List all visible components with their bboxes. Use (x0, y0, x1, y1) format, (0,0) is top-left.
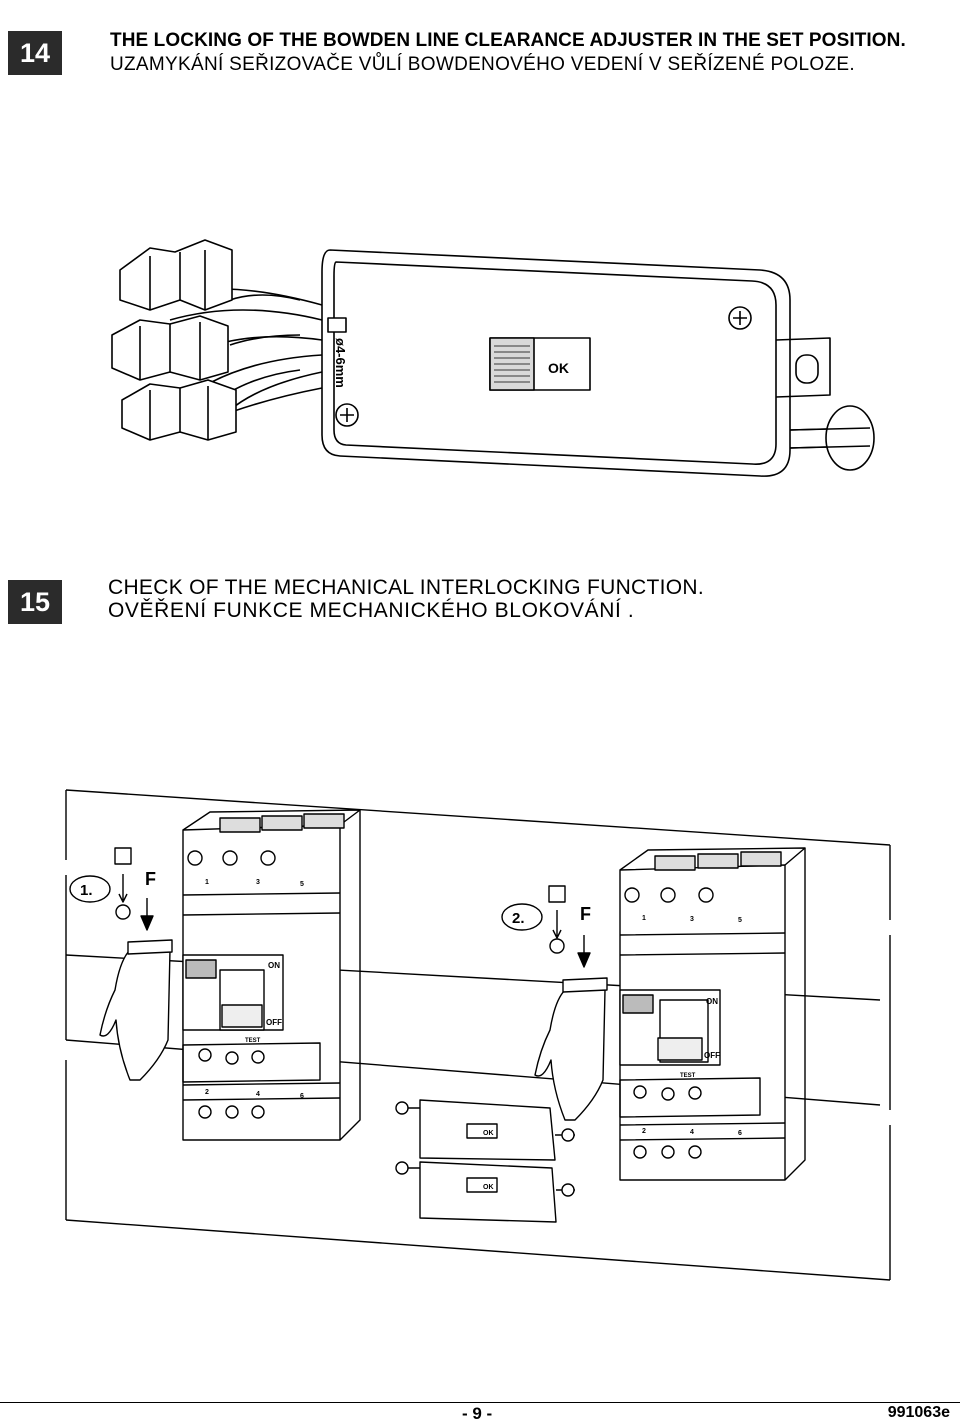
step-14-title-en: THE LOCKING OF THE BOWDEN LINE CLEARANCE… (110, 30, 906, 51)
step-15-title-cz: OVĚŘENÍ FUNKCE MECHANICKÉHO BLOKOVÁNÍ . (108, 599, 635, 622)
step-15-badge: 15 (8, 580, 62, 624)
step-1-label: 1. (80, 882, 93, 899)
interlock-2-ok-label: OK (483, 1184, 494, 1191)
breaker-2-terminal-3: 3 (690, 916, 694, 923)
breaker-2-terminal-1: 1 (642, 915, 646, 922)
step-2-label: 2. (512, 910, 525, 927)
breaker-1-terminal-6: 6 (300, 1093, 304, 1100)
step-14-title-cz: UZAMYKÁNÍ SEŘIZOVAČE VŮLÍ BOWDENOVÉHO VE… (110, 54, 855, 75)
breaker-1-off-label: OFF (266, 1018, 282, 1027)
step-15-title-en: CHECK OF THE MECHANICAL INTERLOCKING FUN… (108, 576, 705, 599)
interlock-units (395, 1099, 575, 1223)
step-14-ok-label: OK (548, 360, 569, 376)
breaker-1 (182, 809, 361, 1141)
force-label-1: F (145, 869, 156, 889)
force-label-2: F (580, 904, 591, 924)
breaker-2-terminal-2: 2 (642, 1128, 646, 1135)
breaker-2 (619, 847, 806, 1181)
breaker-2-terminal-4: 4 (690, 1129, 694, 1136)
breaker-1-terminal-3: 3 (256, 879, 260, 886)
footer-rule (0, 1402, 960, 1403)
breaker-2-terminal-6: 6 (738, 1130, 742, 1137)
breaker-2-terminal-5: 5 (738, 917, 742, 924)
breaker-2-off-label: OFF (704, 1051, 720, 1060)
breaker-2-on-label: ON (706, 997, 718, 1006)
step-14-dimension-label: ø4-6mm (333, 338, 348, 388)
step-14-badge: 14 (8, 31, 62, 75)
breaker-1-test-label: TEST (245, 1038, 261, 1044)
interlock-1-ok-label: OK (483, 1130, 494, 1137)
page-number: - 9 - (462, 1404, 493, 1423)
step-14-figure: OK ø4-6mm (111, 239, 875, 477)
breaker-1-terminal-5: 5 (300, 881, 304, 888)
breaker-1-on-label: ON (268, 961, 280, 970)
breaker-1-terminal-2: 2 (205, 1089, 209, 1096)
breaker-1-terminal-4: 4 (256, 1091, 260, 1098)
breaker-1-terminal-1: 1 (205, 879, 209, 886)
document-code: 991063e (887, 1404, 950, 1421)
breaker-2-test-label: TEST (680, 1073, 696, 1079)
